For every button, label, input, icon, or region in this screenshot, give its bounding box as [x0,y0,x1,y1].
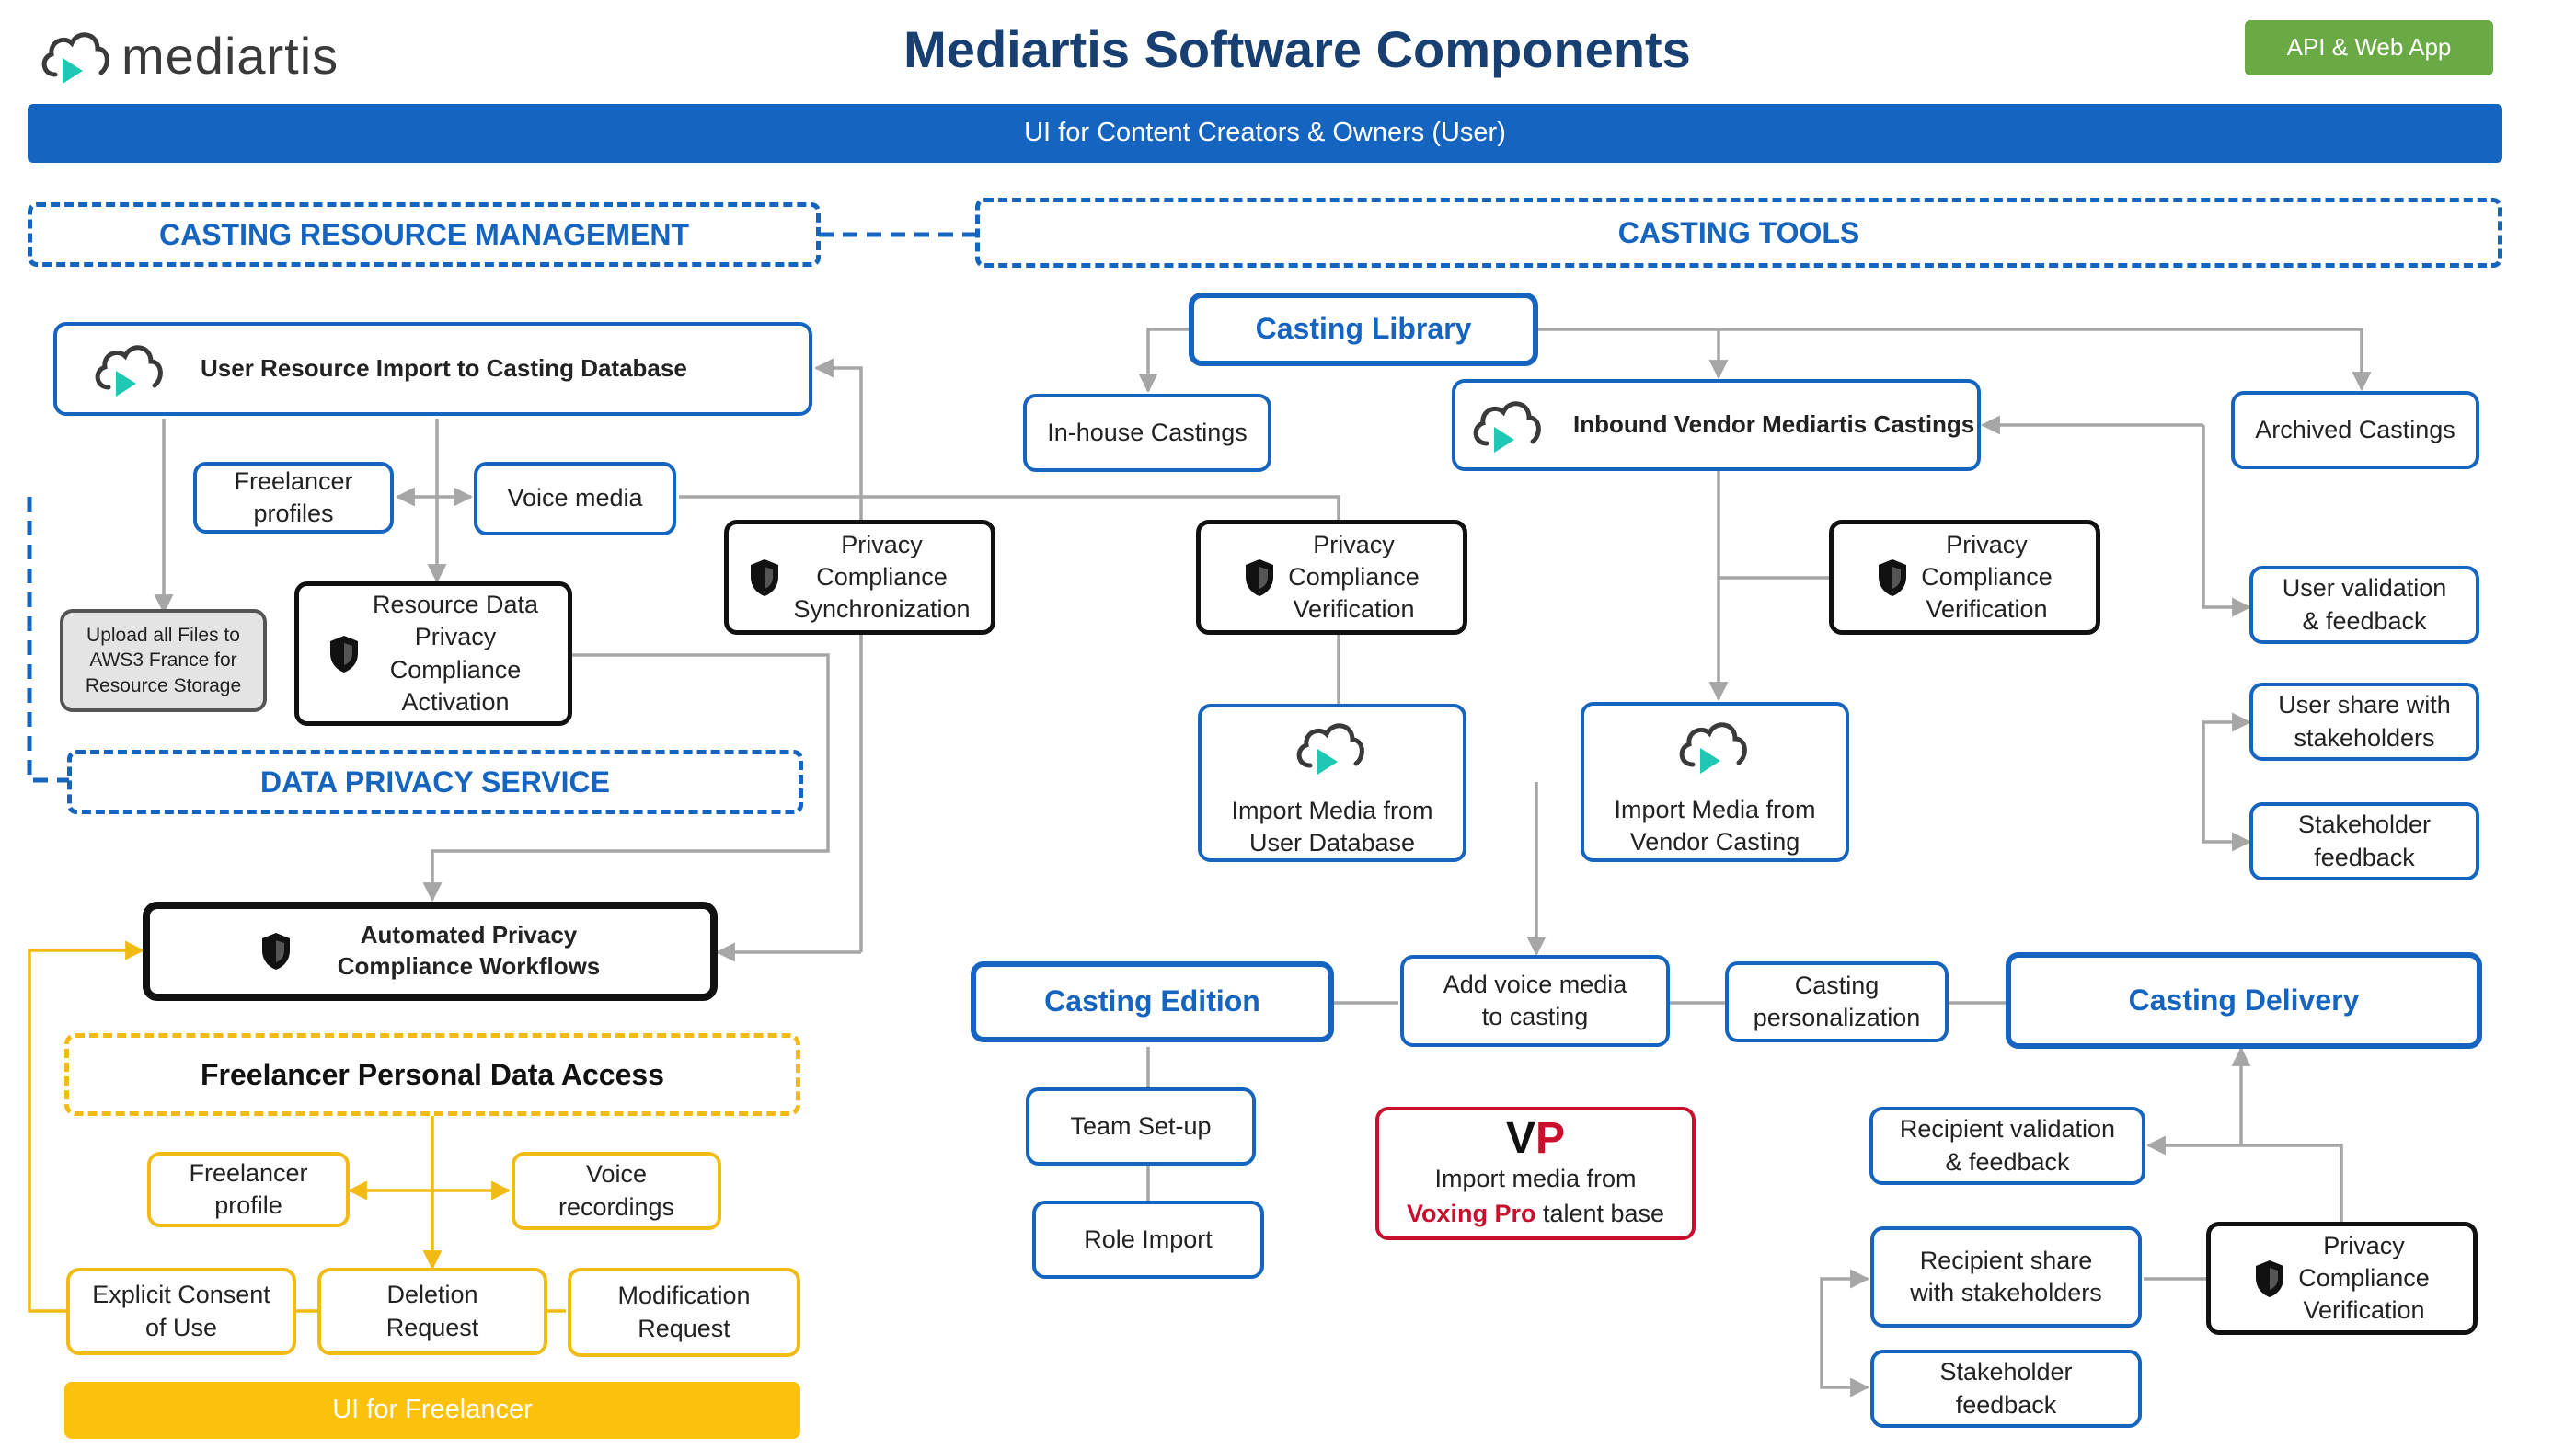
shield-icon [1246,558,1274,596]
privacy-verification-2[interactable]: Privacy Compliance Verification [1829,520,2100,635]
voxing-brand: Voxing Pro [1406,1199,1536,1227]
freelancer-profiles[interactable]: Freelancer profiles [193,462,394,534]
resource-data-privacy-label: Resource Data Privacy Compliance Activat… [372,591,539,716]
cloud-play-icon [1296,723,1364,775]
ui-bar-user[interactable]: UI for Content Creators & Owners (User) [28,104,2502,163]
team-setup[interactable]: Team Set-up [1026,1087,1256,1166]
voice-media[interactable]: Voice media [474,462,676,535]
privacy-verification-3[interactable]: Privacy Compliance Verification [2206,1222,2478,1335]
page-title: Mediartis Software Components [903,20,1691,78]
voxing-rest: talent base [1535,1199,1665,1227]
archived-castings[interactable]: Archived Castings [2231,391,2479,469]
import-media-user-db-label: Import Media from User Database [1231,796,1433,857]
inhouse-castings[interactable]: In-house Castings [1023,394,1271,472]
import-media-vendor-label: Import Media from Vendor Casting [1614,795,1816,856]
cloud-play-icon [1473,401,1541,453]
shield-icon [751,558,779,596]
shield-icon [2256,1259,2284,1297]
cloud-play-icon [95,345,163,397]
privacy-verification-1[interactable]: Privacy Compliance Verification [1196,520,1467,635]
section-data-privacy-service: DATA PRIVACY SERVICE [67,750,803,814]
privacy-compliance-sync-label: Privacy Compliance Synchronization [793,530,971,624]
add-voice-media-to-casting[interactable]: Add voice media to casting [1400,955,1670,1047]
privacy-verification-1-label: Privacy Compliance Verification [1288,530,1420,624]
recipient-validation-feedback[interactable]: Recipient validation & feedback [1869,1107,2145,1185]
import-media-vendor[interactable]: Import Media from Vendor Casting [1581,702,1849,862]
shield-icon [261,933,290,970]
shield-icon [1879,558,1907,596]
explicit-consent[interactable]: Explicit Consent of Use [66,1268,296,1355]
casting-personalization[interactable]: Casting personalization [1725,961,1949,1042]
api-web-app-button[interactable]: API & Web App [2245,20,2493,75]
section-casting-tools: CASTING TOOLS [975,198,2502,268]
modification-request[interactable]: Modification Request [568,1268,800,1357]
user-resource-import[interactable]: User Resource Import to Casting Database [53,322,812,416]
deletion-request[interactable]: Deletion Request [317,1268,547,1355]
role-import[interactable]: Role Import [1032,1201,1264,1279]
cloud-play-icon [1679,722,1747,774]
user-share-stakeholders[interactable]: User share with stakeholders [2249,683,2479,761]
freelancer-profile[interactable]: Freelancer profile [147,1152,350,1227]
privacy-verification-3-label: Privacy Compliance Verification [2298,1231,2430,1325]
casting-delivery[interactable]: Casting Delivery [2006,952,2482,1049]
freelancer-personal-data-access: Freelancer Personal Data Access [64,1033,800,1116]
voxing-line1: Import media from [1434,1165,1637,1193]
ui-bar-freelancer[interactable]: UI for Freelancer [64,1382,800,1439]
recipient-share-stakeholders[interactable]: Recipient share with stakeholders [1870,1226,2142,1328]
upload-aws[interactable]: Upload all Files to AWS3 France for Reso… [60,609,267,712]
vp-logo: VP [1505,1114,1566,1164]
casting-edition[interactable]: Casting Edition [971,961,1334,1042]
user-resource-import-label: User Resource Import to Casting Database [201,354,687,383]
stakeholder-feedback[interactable]: Stakeholder feedback [2249,802,2479,880]
inbound-vendor-label: Inbound Vendor Mediartis Castings [1573,410,1975,439]
shield-icon [329,635,358,673]
resource-data-privacy[interactable]: Resource Data Privacy Compliance Activat… [294,581,572,726]
privacy-compliance-sync[interactable]: Privacy Compliance Synchronization [724,520,995,635]
section-casting-resource-management: CASTING RESOURCE MANAGEMENT [28,202,821,267]
automated-privacy-workflows[interactable]: Automated Privacy Compliance Workflows [143,902,718,1001]
logo-text: mediartis [121,26,339,85]
logo: mediartis [37,20,339,90]
inbound-vendor-castings[interactable]: Inbound Vendor Mediartis Castings [1452,379,1981,471]
voxing-pro-import[interactable]: VP Import media from Voxing Pro talent b… [1375,1107,1696,1240]
automated-privacy-label: Automated Privacy Compliance Workflows [337,921,601,980]
casting-library[interactable]: Casting Library [1189,293,1538,366]
privacy-verification-2-label: Privacy Compliance Verification [1921,530,2053,624]
user-validation-feedback[interactable]: User validation & feedback [2249,566,2479,644]
import-media-user-db[interactable]: Import Media from User Database [1198,704,1466,862]
voice-recordings[interactable]: Voice recordings [512,1152,721,1230]
voxing-line2: Voxing Pro talent base [1407,1198,1664,1230]
stakeholder-feedback-2[interactable]: Stakeholder feedback [1870,1350,2142,1428]
cloud-play-icon [41,32,109,84]
